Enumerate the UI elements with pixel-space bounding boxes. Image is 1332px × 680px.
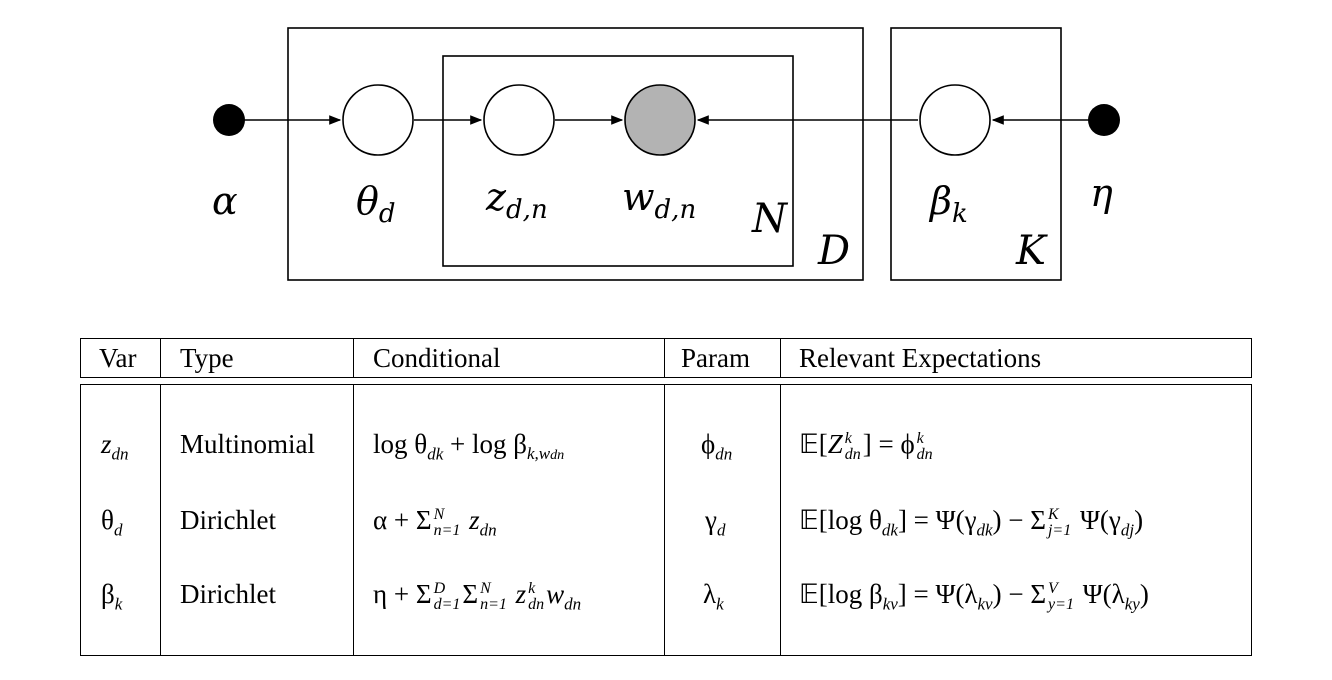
plate-label-D: D (817, 228, 850, 274)
plate-K (890, 27, 1062, 281)
row3-param: λk (703, 579, 724, 614)
label-eta: η (1090, 171, 1113, 215)
table-header: Var Type Conditional Param Relevant Expe… (80, 338, 1252, 378)
row2-type: Dirichlet (180, 505, 276, 535)
plate-label-K: K (1015, 228, 1048, 274)
header-type: Type (180, 343, 234, 373)
node-alpha (213, 104, 245, 136)
header-param: Param (681, 343, 750, 373)
row1-type: Multinomial (180, 429, 315, 459)
row3-var: βk (101, 579, 123, 614)
label-alpha: α (212, 179, 238, 223)
table-body: zdn Multinomial log θdk + log βk,wdn ϕdn… (80, 384, 1252, 656)
label-theta: θd (356, 179, 396, 229)
header-conditional: Conditional (373, 343, 501, 373)
header-var: Var (99, 343, 137, 373)
node-z (483, 84, 555, 156)
header-expectations: Relevant Expectations (799, 343, 1042, 373)
row2-param: γd (705, 505, 726, 540)
row1-param: ϕdn (701, 429, 733, 464)
node-beta (919, 84, 991, 156)
row1-conditional: log θdk + log βk,wdn (373, 429, 565, 464)
plate-D (287, 27, 864, 281)
row3-type: Dirichlet (180, 579, 276, 609)
label-beta: βk (928, 179, 968, 229)
node-eta (1088, 104, 1120, 136)
row2-var: θd (101, 505, 123, 540)
plate-label-N: N (751, 196, 789, 242)
node-w (624, 84, 696, 156)
row1-var: zdn (101, 429, 129, 464)
plate-N (442, 55, 794, 267)
label-z: zd,n (485, 175, 548, 225)
lda-graphical-model: α θd zd,n wd,n βk η N D K (212, 27, 1120, 281)
variables-table: Var Type Conditional Param Relevant Expe… (80, 338, 1252, 656)
node-theta (342, 84, 414, 156)
label-w: wd,n (622, 175, 696, 225)
